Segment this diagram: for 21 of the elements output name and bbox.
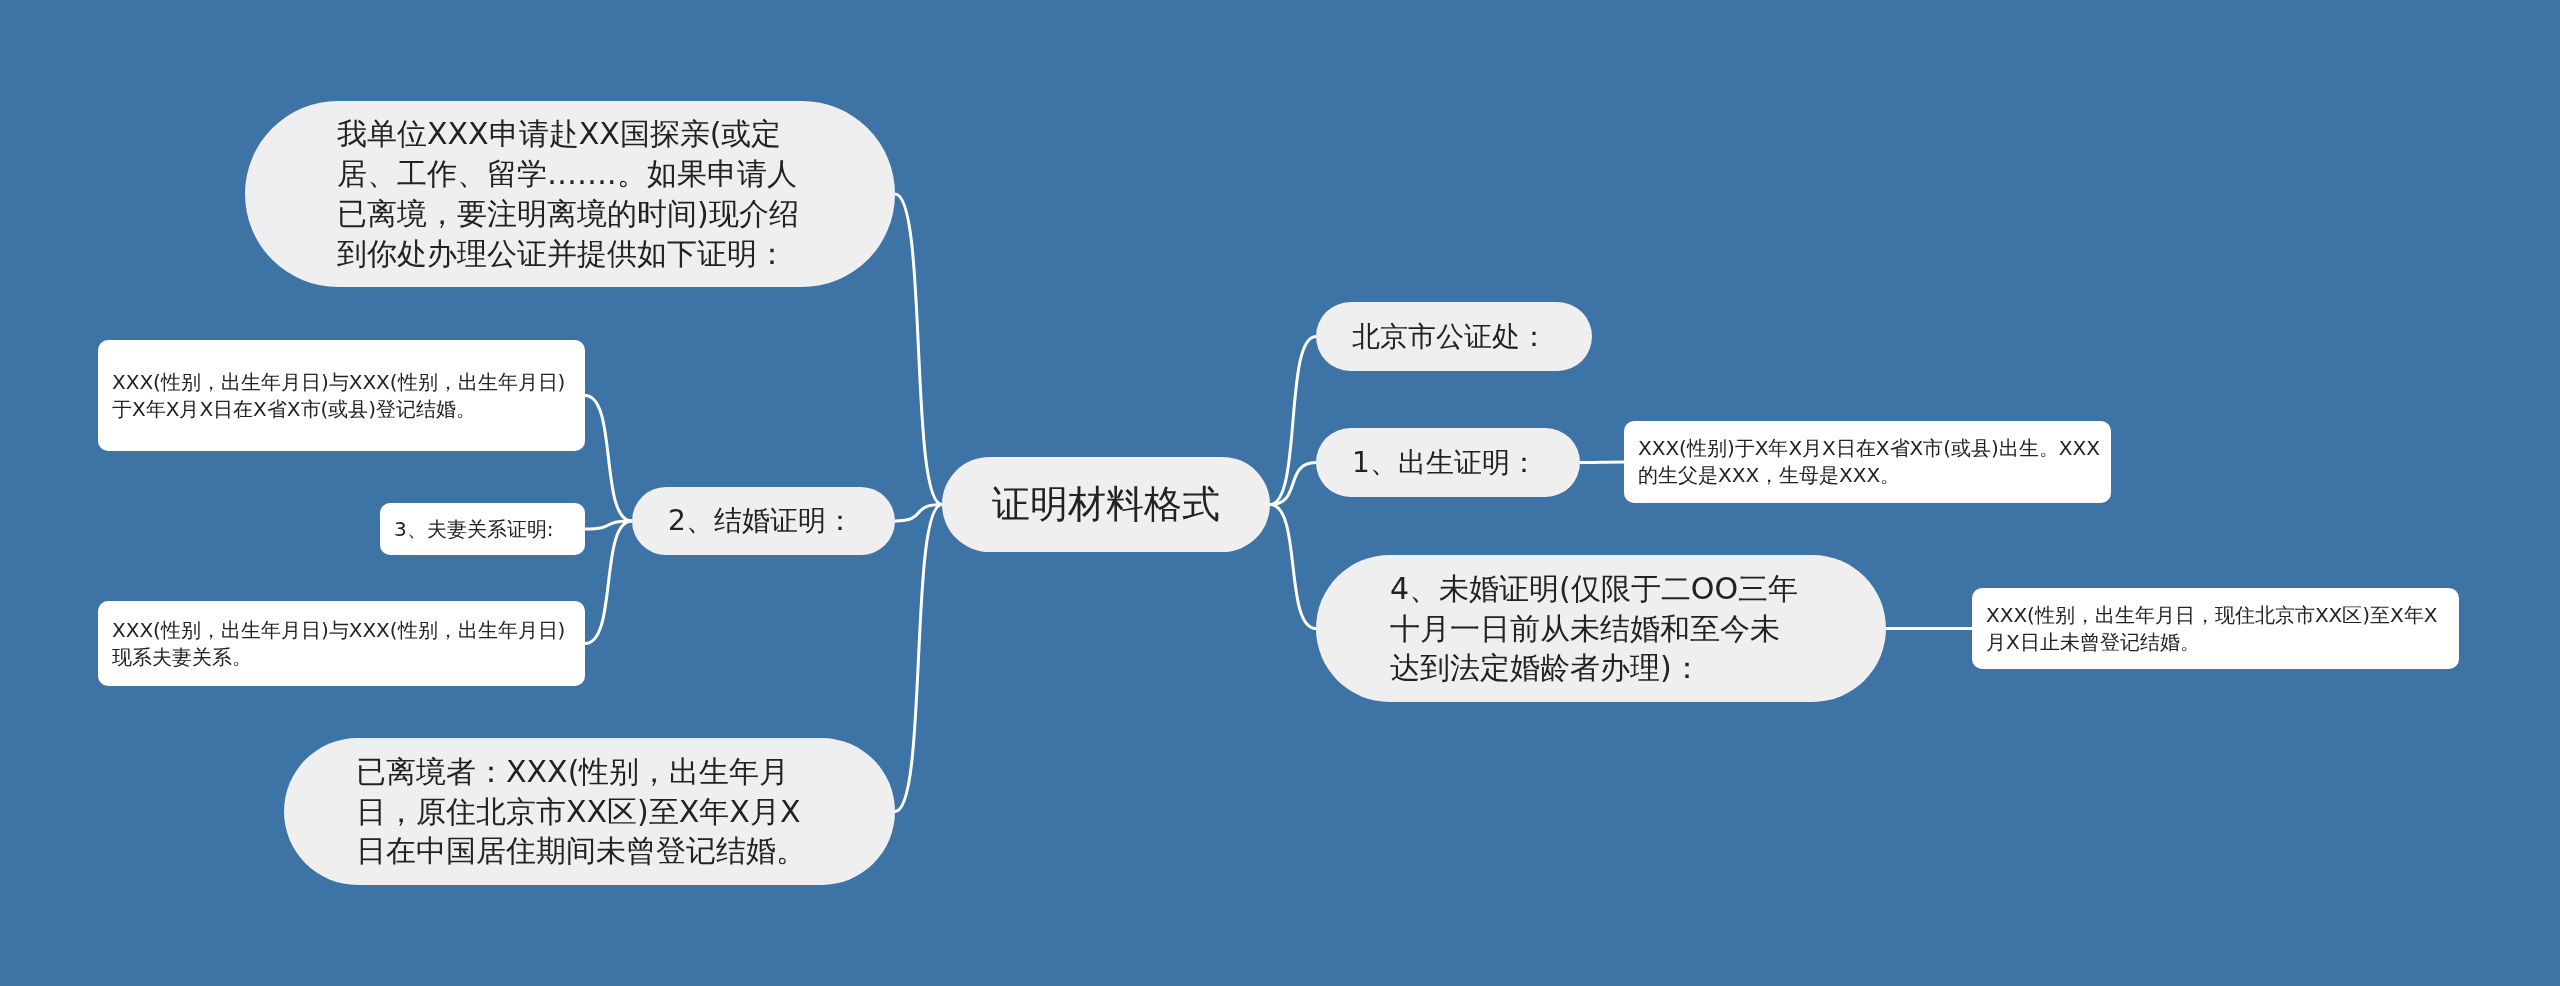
detail-card: 3、夫妻关系证明: <box>380 503 585 555</box>
connector-line <box>1580 460 1624 464</box>
detail-card: XXX(性别)于X年X月X日在X省X市(或县)出生。XXX的生父是XXX，生母是XXX。 <box>1624 421 2111 503</box>
connector-line <box>894 503 943 813</box>
detail-card: XXX(性别，出生年月日，现住北京市XX区)至X年X月X日止未曾登记结婚。 <box>1972 588 2459 669</box>
connector-line <box>1886 627 1972 630</box>
connector-line <box>584 519 633 645</box>
connector-line <box>1269 335 1317 506</box>
topic-pill: 北京市公证处： <box>1316 302 1592 371</box>
connector-line <box>894 192 943 506</box>
detail-card: XXX(性别，出生年月日)与XXX(性别，出生年月日)于X年X月X日在X省X市(或县)登记结婚。 <box>98 340 585 451</box>
topic-pill: 1、出生证明： <box>1316 428 1580 497</box>
topic-pill: 4、未婚证明(仅限于二OO三年十月一日前从未结婚和至今未达到法定婚龄者办理)： <box>1316 555 1886 702</box>
topic-pill: 已离境者：XXX(性别，出生年月日，原住北京市XX区)至X年X月X日在中国居住期间未曾登记结婚。 <box>284 738 895 885</box>
topic-pill: 2、结婚证明： <box>632 487 895 555</box>
connector-line <box>584 394 633 523</box>
connector-line <box>1269 503 1317 630</box>
central-topic: 证明材料格式 <box>942 457 1270 552</box>
connector-line <box>894 503 943 523</box>
detail-card: XXX(性别，出生年月日)与XXX(性别，出生年月日)现系夫妻关系。 <box>98 601 585 686</box>
topic-pill: 我单位XXX申请赴XX国探亲(或定居、工作、留学…….。如果申请人已离境，要注明离境的时间)现介绍到你处办理公证并提供如下证明： <box>245 101 895 287</box>
